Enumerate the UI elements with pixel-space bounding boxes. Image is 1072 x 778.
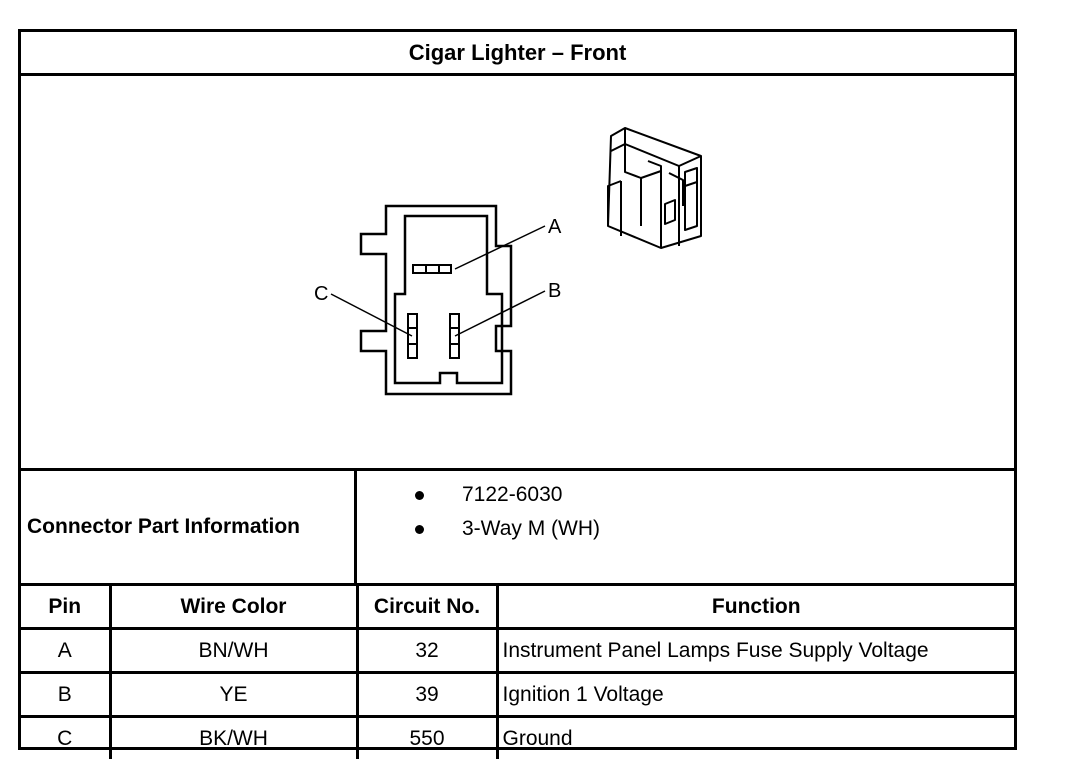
bullet-icon (415, 524, 424, 534)
cell-pin: B (21, 671, 112, 718)
connector-info-label: Connector Part Information (21, 471, 357, 583)
connector-description: 3-Way M (WH) (462, 517, 601, 540)
terminal-c (407, 313, 418, 359)
cell-wire-color: YE (108, 671, 359, 718)
pin-label-a: A (548, 216, 562, 238)
table-row: A BN/WH 32 Instrument Panel Lamps Fuse S… (21, 627, 1014, 674)
page-title: Cigar Lighter – Front (21, 32, 1014, 76)
cell-circuit: 39 (355, 671, 499, 718)
connector-info-item: 7122-6030 (415, 483, 562, 507)
connector-info-row: Connector Part Information 7122-6030 3-W… (21, 468, 1014, 586)
connector-isometric-view (607, 127, 702, 249)
connector-info-list: 7122-6030 3-Way M (WH) (357, 471, 1014, 583)
header-circuit: Circuit No. (355, 586, 499, 630)
pin-table: Pin Wire Color Circuit No. Function A BN… (21, 586, 1014, 759)
terminal-a (412, 264, 452, 274)
leader-line-c (330, 293, 413, 337)
cell-circuit: 32 (355, 627, 499, 674)
cell-function: Ignition 1 Voltage (495, 671, 1014, 718)
table-row: B YE 39 Ignition 1 Voltage (21, 671, 1014, 718)
pin-label-b: B (548, 280, 561, 302)
part-number: 7122-6030 (462, 483, 563, 506)
connector-face-drawing: A B C (314, 127, 702, 396)
connector-sheet: Cigar Lighter – Front A B (18, 29, 1017, 759)
cell-pin: C (21, 715, 112, 759)
cell-wire-color: BN/WH (108, 627, 359, 674)
cell-function: Instrument Panel Lamps Fuse Supply Volta… (495, 627, 1014, 674)
header-function: Function (495, 586, 1014, 630)
leader-line-a (454, 225, 546, 270)
header-pin: Pin (21, 586, 112, 630)
pin-label-c: C (314, 283, 328, 305)
table-header-row: Pin Wire Color Circuit No. Function (21, 586, 1014, 630)
cell-wire-color: BK/WH (108, 715, 359, 759)
header-wire-color: Wire Color (108, 586, 359, 630)
connector-info-item: 3-Way M (WH) (415, 517, 600, 541)
bullet-icon (415, 490, 424, 500)
cell-function: Ground (495, 715, 1014, 759)
leader-line-b (454, 290, 546, 337)
connector-housing-outline (359, 204, 513, 396)
cell-pin: A (21, 627, 112, 674)
cell-circuit: 550 (355, 715, 499, 759)
connector-diagram: A B C (21, 76, 1014, 468)
connector-cavity-outline (393, 214, 504, 385)
terminal-b (449, 313, 460, 359)
table-row: C BK/WH 550 Ground (21, 715, 1014, 759)
